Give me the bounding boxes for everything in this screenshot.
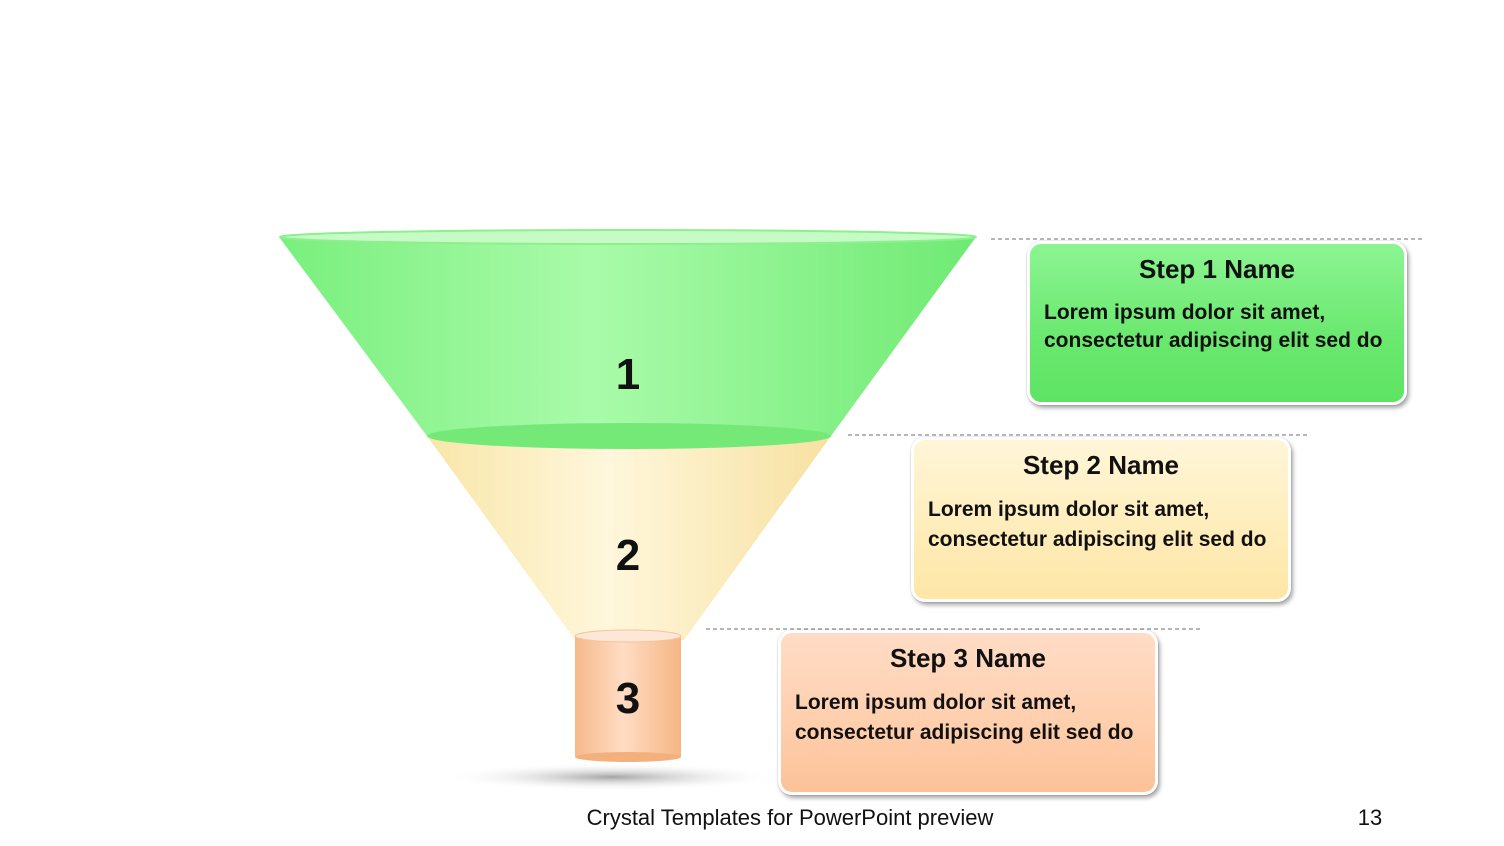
page-number: 13 xyxy=(1340,805,1400,831)
step-number-3: 3 xyxy=(598,674,658,724)
funnel-shadow xyxy=(442,763,782,791)
funnel-segment-3-base xyxy=(575,752,681,762)
step-card-1: Step 1 Name Lorem ipsum dolor sit amet, … xyxy=(1027,241,1407,405)
step-title-3: Step 3 Name xyxy=(795,643,1141,674)
footer-text: Crystal Templates for PowerPoint preview xyxy=(540,805,1040,831)
funnel-rim xyxy=(280,230,976,244)
step-title-1: Step 1 Name xyxy=(1044,254,1390,285)
funnel-segment-1-bottom xyxy=(427,423,831,449)
step-card-2: Step 2 Name Lorem ipsum dolor sit amet, … xyxy=(911,437,1291,602)
step-title-2: Step 2 Name xyxy=(928,450,1274,481)
step-number-1: 1 xyxy=(598,350,658,400)
step-text-1: Lorem ipsum dolor sit amet, consectetur … xyxy=(1044,299,1390,355)
step-text-2: Lorem ipsum dolor sit amet, consectetur … xyxy=(928,495,1274,555)
funnel-segment-1 xyxy=(279,237,976,436)
step-text-3: Lorem ipsum dolor sit amet, consectetur … xyxy=(795,688,1141,748)
funnel-segment-3-top xyxy=(575,630,681,642)
step-number-2: 2 xyxy=(598,531,658,581)
step-card-3: Step 3 Name Lorem ipsum dolor sit amet, … xyxy=(778,630,1158,795)
